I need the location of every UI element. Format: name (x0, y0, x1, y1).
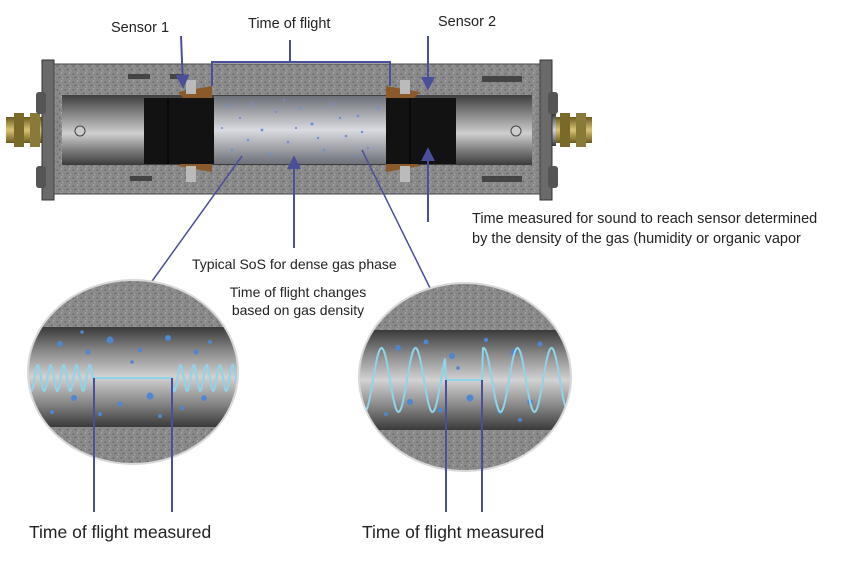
tof-measure-lines (93, 378, 483, 512)
tof-measured-left-label: Time of flight measured (29, 522, 212, 542)
sensor-1-label: Sensor 1 (111, 20, 170, 36)
sensor-housing (6, 59, 592, 201)
sensor-2-label: Sensor 2 (438, 14, 497, 30)
tof-measured-right-label: Time of flight measured (362, 522, 545, 542)
time-measured-line-1: Time measured for sound to reach sensor … (472, 211, 818, 227)
tof-changes-line-1: Time of flight changes (229, 284, 367, 300)
zoom-circle-left (27, 279, 239, 465)
sensor-2-block (386, 98, 456, 164)
zoom-circle-right (358, 282, 572, 472)
tof-changes-line-2: based on gas density (231, 302, 365, 318)
typical-sos-label: Typical SoS for dense gas phase (192, 256, 397, 272)
time-measured-line-2: by the density of the gas (humidity or o… (472, 231, 801, 247)
time-of-flight-label: Time of flight (248, 16, 331, 32)
annotation-lines (149, 35, 435, 289)
sensor-1-block (144, 98, 214, 164)
